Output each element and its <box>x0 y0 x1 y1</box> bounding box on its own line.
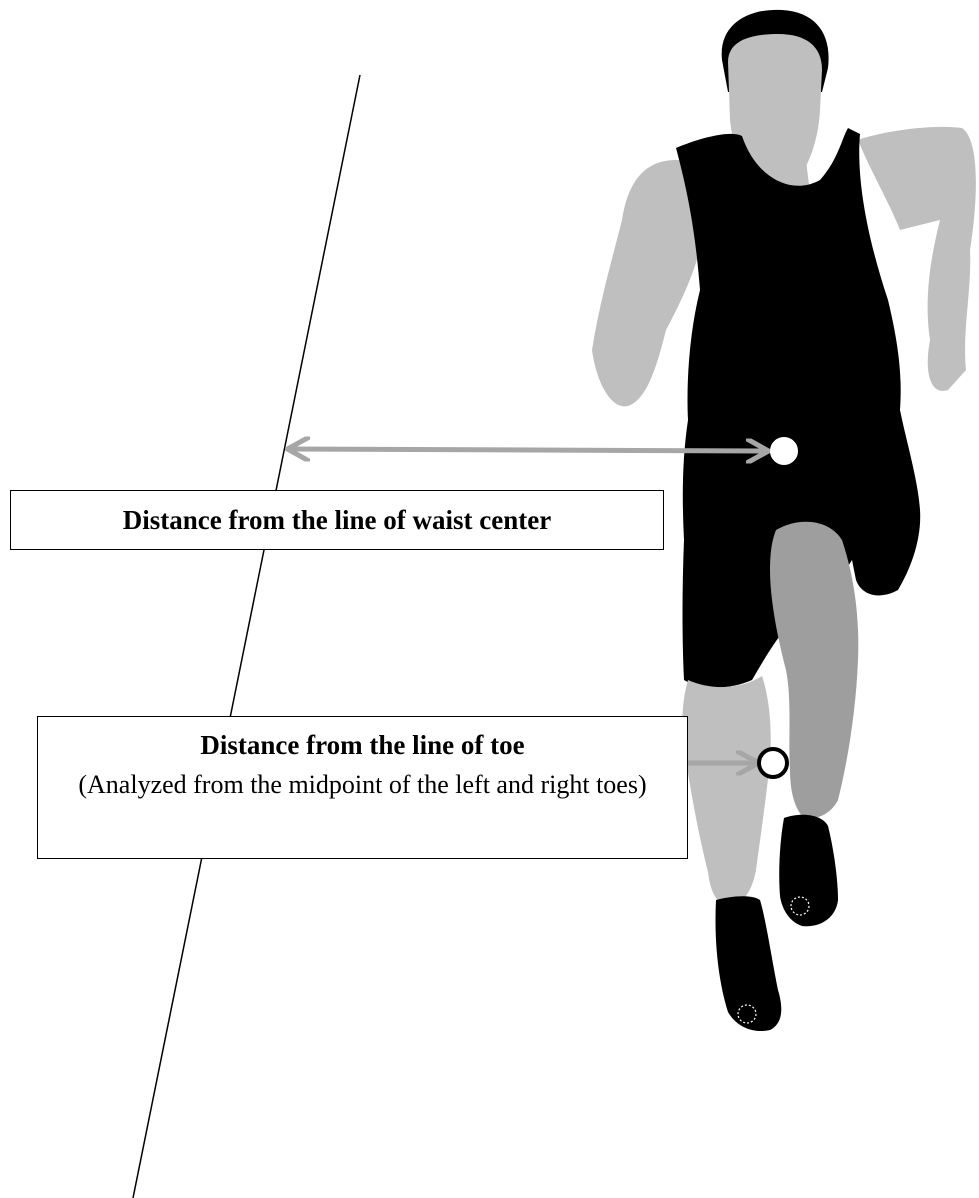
toe-midpoint-marker-icon <box>759 749 787 777</box>
toe-distance-subtitle: (Analyzed from the midpoint of the left … <box>38 765 687 805</box>
reference-line <box>133 75 360 1198</box>
waist-distance-label: Distance from the line of waist center <box>10 490 664 550</box>
toe-distance-title: Distance from the line of toe <box>38 725 687 765</box>
waist-distance-text: Distance from the line of waist center <box>123 505 551 535</box>
toe-distance-label: Distance from the line of toe (Analyzed … <box>37 716 688 859</box>
waist-center-marker-icon <box>771 438 797 464</box>
waist-distance-arrow <box>290 449 766 451</box>
